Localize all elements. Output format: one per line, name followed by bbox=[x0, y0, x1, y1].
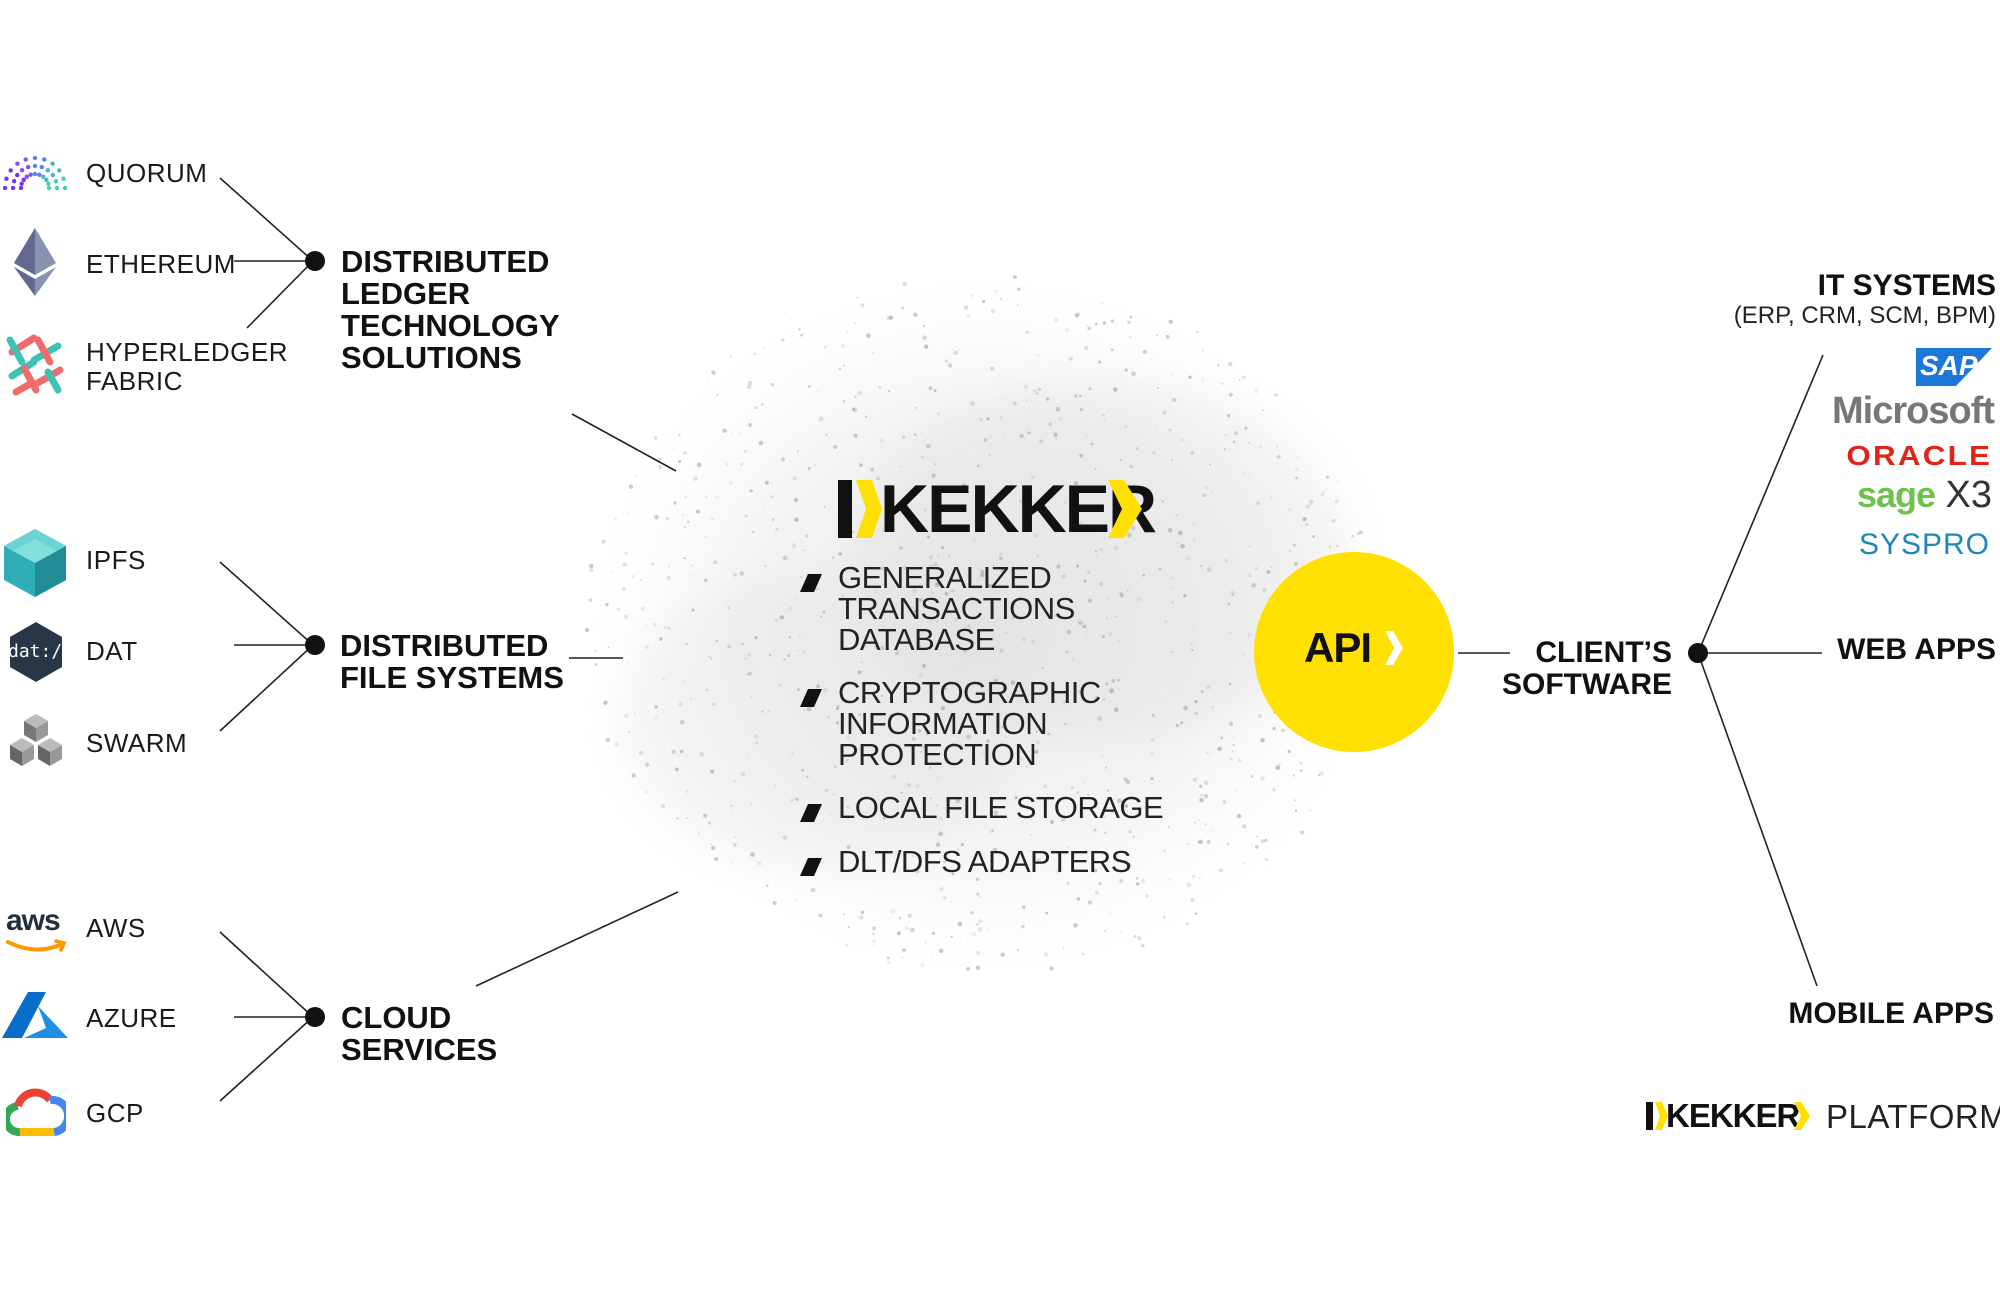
junction-dot-dfs bbox=[305, 635, 325, 655]
syspro-logo-icon: SYSPRO bbox=[1858, 528, 1990, 561]
item-label-gcp: GCP bbox=[86, 1098, 144, 1128]
connector-ipfs bbox=[219, 561, 314, 646]
azure-logo-icon bbox=[2, 992, 68, 1038]
kekker-footer-logo-text: KEKKER bbox=[1666, 1097, 1800, 1134]
group-title-dfs-line2: FILE SYSTEMS bbox=[340, 660, 564, 695]
kekker-bracket-left-icon bbox=[838, 480, 882, 538]
x3-logo-text: X3 bbox=[1945, 474, 1992, 516]
dat-logo-icon bbox=[10, 622, 62, 682]
item-label-aws: AWS bbox=[86, 913, 146, 943]
kekker-footer-chevron-icon bbox=[1794, 1102, 1810, 1130]
item-label-hyperledger-fabric: HYPERLEDGER FABRIC bbox=[86, 338, 288, 396]
feature-line: GENERALIZED bbox=[838, 560, 1052, 595]
junction-dot-client bbox=[1688, 643, 1708, 663]
feature-line: LOCAL FILE STORAGE bbox=[838, 790, 1164, 825]
item-label-azure: AZURE bbox=[86, 1003, 177, 1033]
gcp-logo-icon bbox=[6, 1088, 66, 1136]
api-label: API bbox=[1304, 624, 1372, 671]
feature-line: TRANSACTIONS bbox=[838, 591, 1075, 626]
group-title-dlt-line4: SOLUTIONS bbox=[341, 340, 522, 375]
feature-line: INFORMATION bbox=[838, 706, 1048, 741]
feature-line: PROTECTION bbox=[838, 737, 1037, 772]
feature-item-adapters: DLT/DFS ADAPTERS bbox=[800, 846, 1163, 878]
slash-bullet-icon bbox=[800, 858, 822, 876]
group-title-cloud: CLOUD SERVICES bbox=[341, 1002, 497, 1066]
group-title-dlt-line1: DISTRIBUTED bbox=[341, 244, 550, 279]
swarm-logo-icon bbox=[10, 714, 62, 766]
connector-mobile-apps bbox=[1697, 652, 1818, 987]
it-systems-subtitle: (ERP, CRM, SCM, BPM) bbox=[1733, 302, 1996, 329]
feature-line: DATABASE bbox=[838, 622, 995, 657]
feature-item-crypto-protection: CRYPTOGRAPHIC INFORMATION PROTECTION bbox=[800, 677, 1163, 770]
feature-line: CRYPTOGRAPHIC bbox=[838, 675, 1101, 710]
sage-x3-logo-icon: sage X3 bbox=[1857, 474, 1992, 517]
sage-logo-text: sage bbox=[1857, 474, 1936, 515]
item-label-swarm: SWARM bbox=[86, 728, 188, 758]
connector-it-systems bbox=[1697, 354, 1824, 654]
dat-logo-text: dat:// bbox=[8, 641, 74, 662]
api-chevron-icon bbox=[1385, 631, 1403, 665]
hyperledger-fabric-logo-icon bbox=[6, 334, 64, 396]
connector-aws bbox=[219, 931, 314, 1018]
slash-bullet-icon bbox=[800, 574, 822, 592]
sap-logo-text: SAP bbox=[1920, 350, 1978, 381]
item-label-hyperledger-line2: FABRIC bbox=[86, 366, 183, 396]
group-title-cloud-line2: SERVICES bbox=[341, 1032, 498, 1067]
slash-bullet-icon bbox=[800, 689, 822, 707]
item-label-hyperledger-line1: HYPERLEDGER bbox=[86, 337, 288, 367]
ethereum-logo-icon bbox=[14, 228, 56, 296]
junction-dot-cloud bbox=[305, 1007, 325, 1027]
it-systems-title: IT SYSTEMS bbox=[1817, 269, 1996, 302]
microsoft-logo-icon: Microsoft bbox=[1832, 390, 1995, 432]
connector-dlt-core bbox=[571, 413, 677, 472]
feature-line: DLT/DFS ADAPTERS bbox=[838, 844, 1131, 879]
core-features-list: GENERALIZED TRANSACTIONS DATABASE CRYPTO… bbox=[800, 562, 1164, 900]
junction-dot-dlt bbox=[305, 251, 325, 271]
quorum-logo-icon bbox=[2, 155, 68, 190]
group-title-dfs: DISTRIBUTED FILE SYSTEMS bbox=[340, 630, 564, 694]
client-software-line2: SOFTWARE bbox=[1502, 668, 1672, 701]
kekker-platform-logo: KEKKER PLATFORM bbox=[1646, 1096, 2000, 1136]
feature-item-local-storage: LOCAL FILE STORAGE bbox=[800, 790, 1164, 825]
mobile-apps-label: MOBILE APPS bbox=[1788, 997, 1994, 1030]
aws-logo-icon bbox=[6, 939, 67, 952]
sap-logo-shape bbox=[1916, 348, 1992, 386]
group-title-cloud-line1: CLOUD bbox=[341, 1000, 452, 1035]
group-title-dlt-line3: TECHNOLOGY bbox=[341, 308, 560, 343]
connector-quorum bbox=[219, 177, 314, 262]
connector-gcp bbox=[219, 1016, 314, 1102]
web-apps-label: WEB APPS bbox=[1837, 633, 1996, 666]
oracle-logo-icon: ORACLE bbox=[1846, 440, 1992, 471]
slash-bullet-icon bbox=[800, 804, 822, 822]
group-title-dlt-line2: LEDGER bbox=[341, 276, 471, 311]
group-title-dlt: DISTRIBUTED LEDGER TECHNOLOGY SOLUTIONS bbox=[341, 246, 560, 374]
group-title-dfs-line1: DISTRIBUTED bbox=[340, 628, 549, 663]
item-label-ethereum: ETHEREUM bbox=[86, 249, 236, 279]
ipfs-logo-icon bbox=[4, 529, 66, 597]
feature-text-adapters: DLT/DFS ADAPTERS bbox=[838, 846, 1131, 877]
item-label-ipfs: IPFS bbox=[86, 545, 146, 575]
connector-hyperledger bbox=[246, 260, 314, 329]
feature-text-local-storage: LOCAL FILE STORAGE bbox=[838, 790, 1164, 825]
api-circle: API bbox=[1254, 552, 1454, 752]
item-label-quorum: QUORUM bbox=[86, 158, 208, 188]
client-software-title: CLIENT’S SOFTWARE bbox=[1492, 637, 1672, 701]
feature-text-transactions-db: GENERALIZED TRANSACTIONS DATABASE bbox=[838, 562, 1075, 655]
aws-logo-text: aws bbox=[6, 904, 61, 937]
feature-text-crypto-protection: CRYPTOGRAPHIC INFORMATION PROTECTION bbox=[838, 677, 1101, 770]
kekker-footer-bracket-icon bbox=[1646, 1102, 1668, 1130]
sap-logo-icon: SAP bbox=[1916, 348, 1992, 386]
kekker-chevron-right-icon bbox=[1108, 480, 1142, 538]
client-software-line1: CLIENT’S bbox=[1535, 636, 1672, 669]
platform-label: PLATFORM bbox=[1826, 1098, 2000, 1135]
feature-item-transactions-db: GENERALIZED TRANSACTIONS DATABASE bbox=[800, 562, 1163, 655]
item-label-dat: DAT bbox=[86, 636, 138, 666]
connector-cloud-core bbox=[475, 891, 679, 987]
it-systems-block: IT SYSTEMS (ERP, CRM, SCM, BPM) SAP Micr… bbox=[1680, 270, 2000, 570]
connector-swarm bbox=[219, 644, 314, 732]
